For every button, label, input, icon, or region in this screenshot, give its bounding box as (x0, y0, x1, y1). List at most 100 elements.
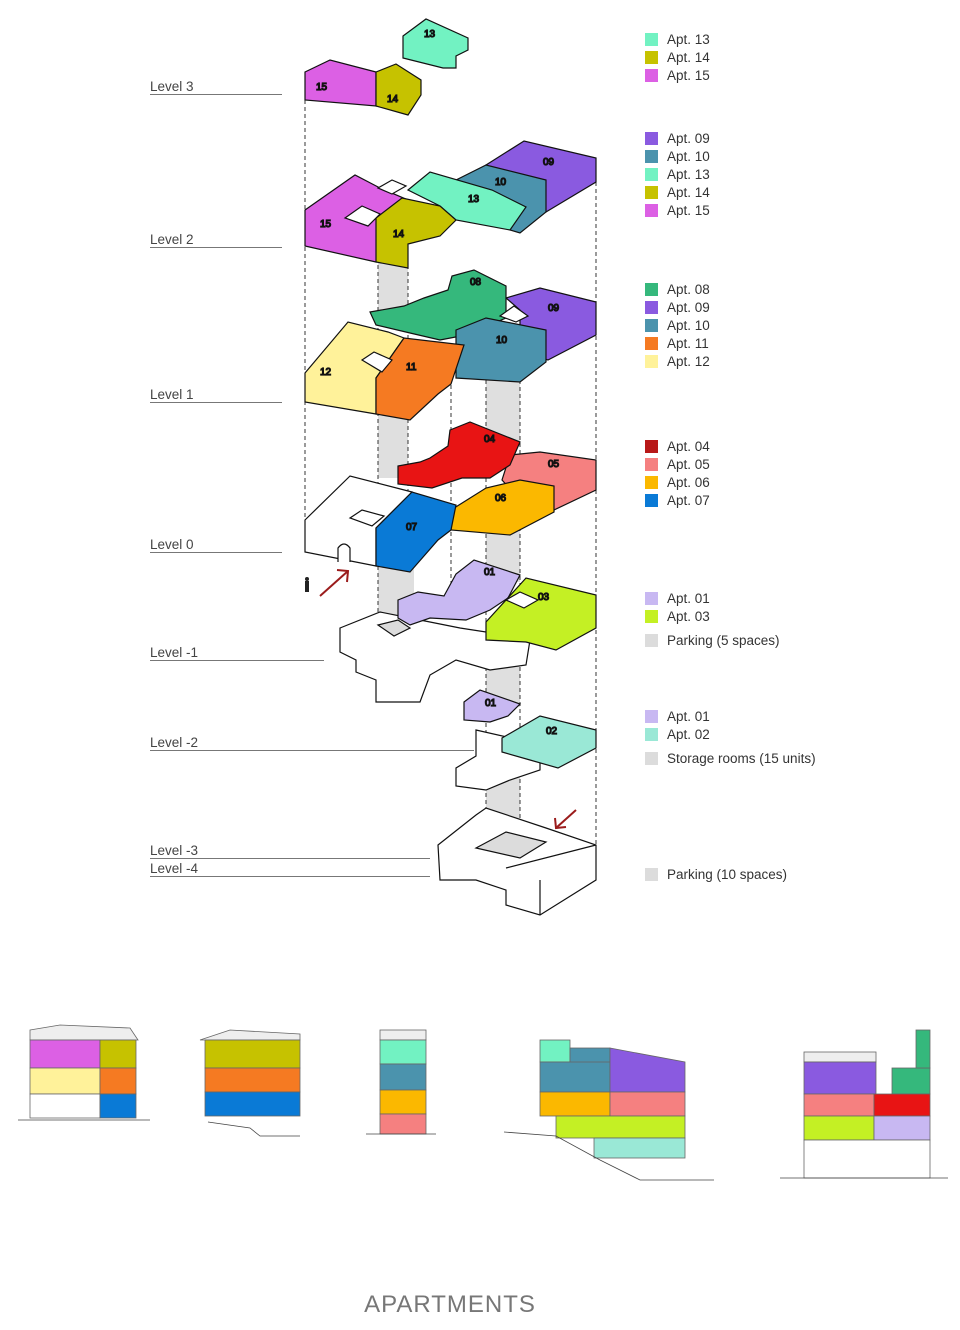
level-label-0: Level 0 (150, 537, 194, 552)
legend-label: Storage rooms (15 units) (667, 751, 816, 766)
legend-swatch (645, 610, 658, 623)
elevation-5 (780, 1029, 948, 1179)
l2-label-10: 10 (495, 177, 507, 188)
legend-label: Apt. 01 (667, 591, 710, 606)
legend-label: Apt. 01 (667, 709, 710, 724)
l0-label-05: 05 (548, 459, 560, 470)
lm1-notch (376, 619, 412, 637)
l0-apt06 (450, 479, 555, 536)
legend-label: Apt. 10 (667, 318, 710, 333)
level-label-m2: Level -2 (150, 735, 199, 750)
lm2-apt01 (463, 689, 522, 723)
level-label-m1: Level -1 (150, 645, 199, 660)
level-2-blocks: 09 10 13 15 14 (304, 140, 597, 269)
legend-label: Apt. 13 (667, 167, 710, 182)
level-0-blocks: 04 05 06 07 (304, 421, 597, 573)
level-label-1: Level 1 (150, 387, 194, 402)
lm3-parking (474, 831, 548, 859)
legend-label: Apt. 15 (667, 68, 710, 83)
legend-swatch (645, 440, 658, 453)
l2-void-2 (376, 179, 408, 195)
l3-label-13: 13 (424, 29, 436, 40)
level-3-blocks: 13 15 14 (304, 18, 469, 116)
legend-swatch (645, 337, 658, 350)
l1-label-08: 08 (470, 277, 482, 288)
level-m3-blocks (437, 807, 597, 916)
legend-swatch (645, 355, 658, 368)
legend-label: Apt. 15 (667, 203, 710, 218)
l2-label-09: 09 (543, 157, 555, 168)
l3-apt13 (402, 18, 469, 69)
l2-void (343, 205, 382, 227)
l1-void-2 (498, 305, 530, 323)
l3-label-14: 14 (387, 94, 399, 105)
legend-swatch (645, 458, 658, 471)
footer-title: APARTMENTS (364, 1291, 536, 1318)
legend-swatch (645, 132, 658, 145)
l1-apt11 (375, 337, 465, 421)
legend-swatch (645, 868, 658, 881)
elevation-2 (199, 1029, 301, 1137)
l1-label-12: 12 (320, 367, 332, 378)
lm1-label-01: 01 (484, 567, 496, 578)
lm1-void (504, 591, 540, 609)
l2-label-15: 15 (320, 219, 332, 230)
legend-label: Apt. 06 (667, 475, 710, 490)
lm1-label-03: 03 (538, 592, 550, 603)
l0-label-07: 07 (406, 522, 418, 533)
l1-void (360, 351, 393, 373)
level-line-m2 (150, 750, 474, 751)
l3-label-15: 15 (316, 82, 328, 93)
lm3-white-top (437, 807, 597, 916)
legend-label: Apt. 12 (667, 354, 710, 369)
lm1-white (339, 611, 531, 703)
level-label-2: Level 2 (150, 232, 194, 247)
lm2-label-02: 02 (546, 726, 558, 737)
legend-label: Apt. 07 (667, 493, 710, 508)
legend-label: Parking (10 spaces) (667, 867, 788, 882)
ramp-arrow-icon (554, 809, 577, 830)
legend-swatch (645, 33, 658, 46)
legend-swatch (645, 494, 658, 507)
lm2-apt02 (501, 715, 597, 769)
legend-label: Apt. 03 (667, 609, 710, 624)
legend-swatch (645, 301, 658, 314)
person-figure (305, 577, 309, 592)
legend-swatch (645, 319, 658, 332)
legend-label: Apt. 09 (667, 300, 710, 315)
level-m1-blocks: 01 03 (339, 559, 597, 703)
legend-swatch (645, 728, 658, 741)
level-label-m3: Level -3 (150, 843, 199, 858)
elevation-3 (366, 1029, 436, 1135)
legend-swatch (645, 168, 658, 181)
legend-label: Parking (5 spaces) (667, 633, 780, 648)
legend-swatch (645, 51, 658, 64)
legend-swatch (645, 476, 658, 489)
level-m2-blocks: 01 02 (455, 689, 597, 791)
legend-label: Apt. 02 (667, 727, 710, 742)
legend-label: Apt. 04 (667, 439, 710, 454)
legend-swatch (645, 186, 658, 199)
legend-swatch (645, 283, 658, 296)
level-line-0 (150, 552, 282, 553)
lm2-label-01: 01 (485, 698, 497, 709)
legend-swatch (645, 752, 658, 765)
l2-label-14: 14 (393, 229, 405, 240)
l1-apt08 (369, 269, 507, 341)
l0-door (337, 543, 351, 562)
legend-swatch (645, 634, 658, 647)
level-line-m3 (150, 858, 430, 859)
legend-swatch (645, 204, 658, 217)
legend-label: Apt. 14 (667, 50, 710, 65)
l1-label-10: 10 (496, 335, 508, 346)
l0-void (348, 509, 386, 527)
legend-label: Apt. 08 (667, 282, 710, 297)
legend-label: Apt. 11 (667, 336, 709, 351)
legend-swatch (645, 150, 658, 163)
l2-apt14 (375, 197, 457, 269)
l1-label-09: 09 (548, 303, 560, 314)
l0-apt07 (375, 491, 457, 573)
elevation-4 (503, 1039, 714, 1181)
